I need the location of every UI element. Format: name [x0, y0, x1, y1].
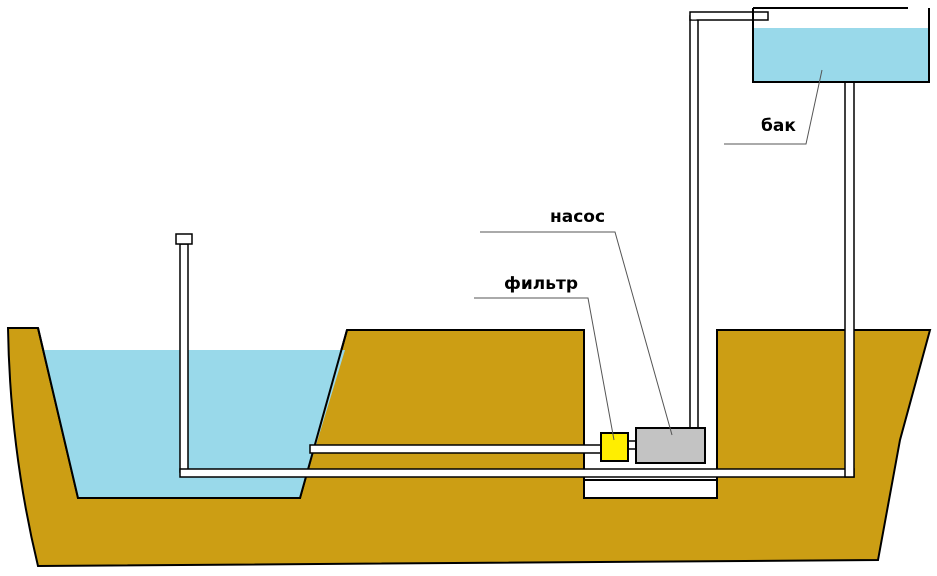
filter-label: фильтр [504, 274, 578, 294]
pump-box [635, 427, 706, 464]
pressure-pipe-vertical [689, 15, 699, 431]
pipes [179, 11, 855, 478]
tank-label: бак [761, 116, 796, 136]
leader-lines [474, 69, 823, 441]
filter-box [600, 432, 629, 462]
pond-water [44, 350, 345, 498]
intake-pipe-horizontal [309, 444, 603, 454]
tank-leader [724, 69, 823, 145]
return-pipe-horizontal [179, 468, 855, 478]
tank-body [752, 8, 930, 83]
pond-wall [37, 327, 348, 499]
intake-pipe-vertical [179, 243, 189, 473]
pump-label: насос [550, 207, 605, 227]
tank-drain-pipe [844, 81, 855, 478]
pressure-pipe-top [689, 11, 769, 21]
filter-leader [474, 297, 615, 441]
pump-leader [480, 231, 673, 436]
tank-water [753, 28, 929, 82]
intake-cap [175, 233, 193, 245]
